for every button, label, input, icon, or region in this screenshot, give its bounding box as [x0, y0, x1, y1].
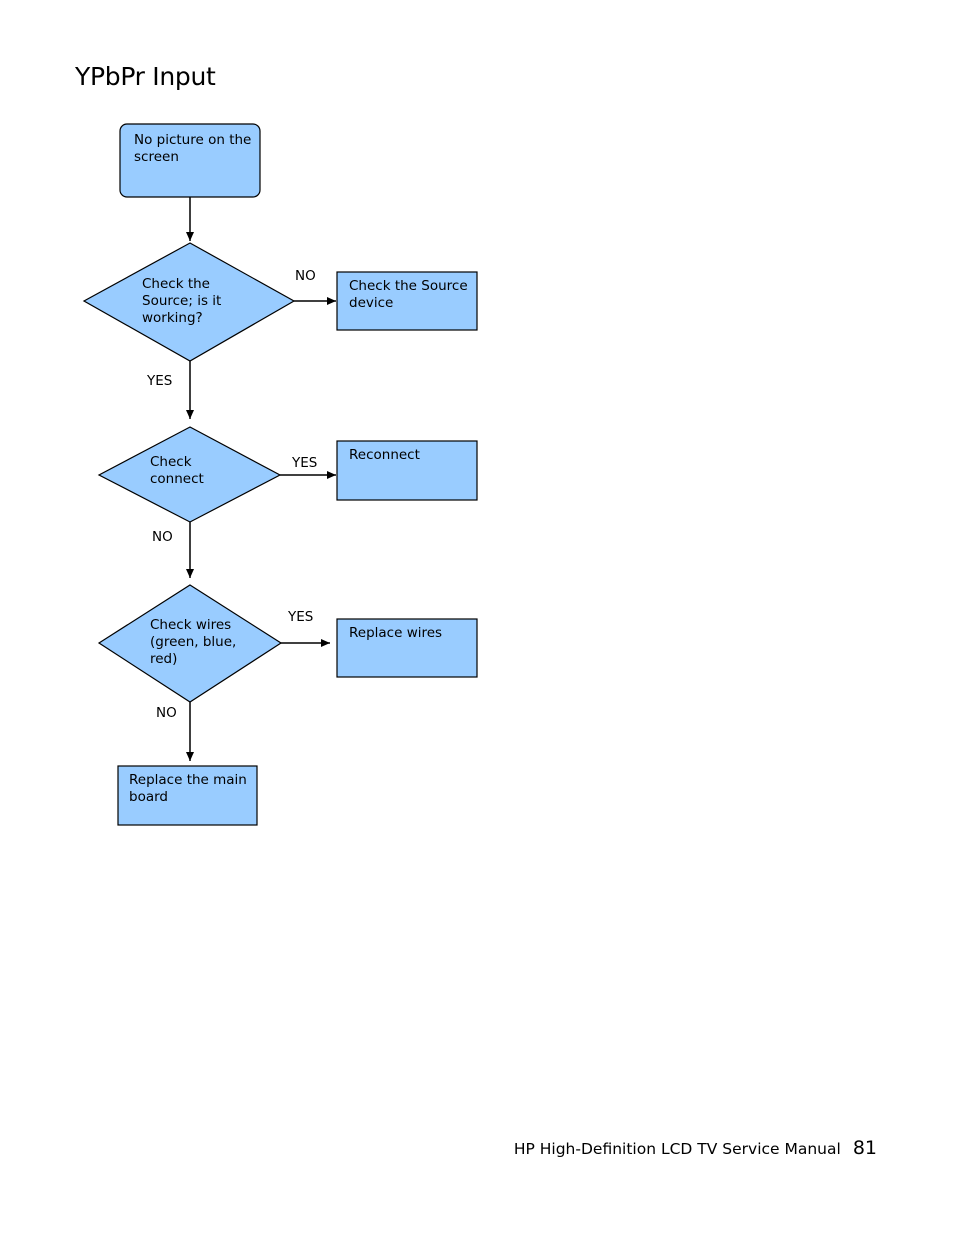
- edge-label-connect-no: NO: [152, 529, 173, 545]
- decision-connect-label: Check connect: [150, 454, 204, 487]
- action-reconnect-shape: [336, 440, 478, 501]
- edge-label-wires-no: NO: [156, 705, 177, 721]
- decision-source-label: Check the Source; is it working?: [142, 276, 222, 326]
- action-reconnect-label: Reconnect: [349, 447, 420, 463]
- action-source-shape: [336, 271, 478, 331]
- edge-label-connect-yes: YES: [292, 455, 318, 471]
- start-node-label: No picture on the screen: [134, 132, 252, 165]
- action-wires-label: Replace wires: [349, 625, 443, 641]
- action-board-label: Replace the main board: [129, 772, 247, 805]
- action-source-label: Check the Source device: [349, 278, 468, 311]
- edge-label-wires-yes: YES: [288, 609, 314, 625]
- action-board-shape: [117, 765, 258, 826]
- edge-label-source-yes: YES: [147, 373, 173, 389]
- page-number: 81: [852, 1137, 877, 1159]
- edge-label-source-no: NO: [295, 268, 316, 284]
- footer-manual-title: HP High-Definition LCD TV Service Manual: [513, 1140, 841, 1158]
- action-wires-shape: [336, 618, 478, 678]
- page-footer: HP High-Definition LCD TV Service Manual…: [514, 1137, 877, 1159]
- page-title: YPbPr Input: [75, 62, 216, 91]
- decision-wires-label: Check wires (green, blue, red): [150, 617, 237, 667]
